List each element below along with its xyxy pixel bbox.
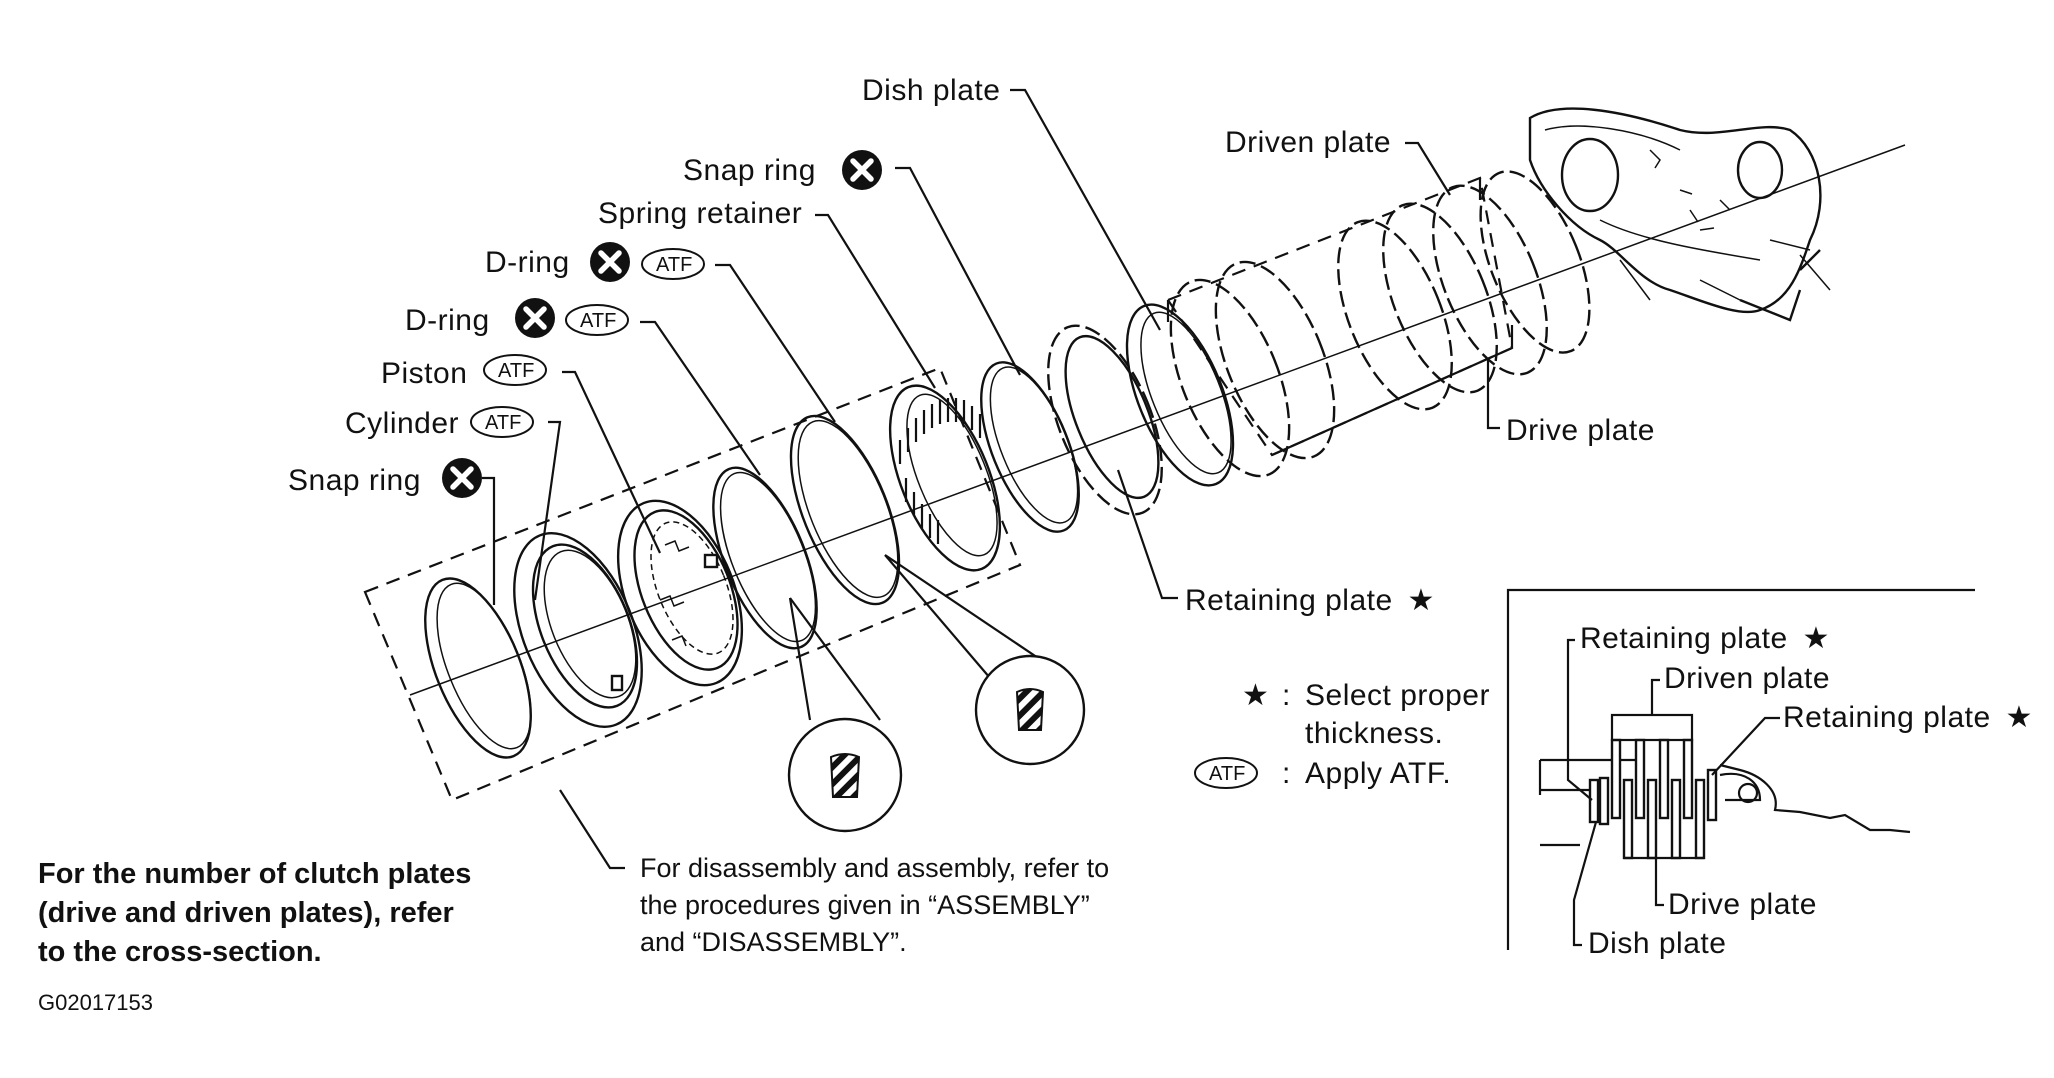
legend-colon: : <box>1282 757 1291 790</box>
label-snap-ring: Snap ring <box>683 154 816 187</box>
label-d-ring: D-ring <box>485 246 570 279</box>
label-spring-retainer: Spring retainer <box>598 197 802 230</box>
atf-badge-text: ATF <box>580 310 616 332</box>
do-not-reuse-icon <box>515 298 555 338</box>
legend-atf-text: Apply ATF. <box>1305 757 1451 790</box>
retaining-plate-part <box>1047 324 1163 516</box>
snap-ring-part <box>424 577 532 759</box>
atf-badge-text: ATF <box>1209 763 1245 785</box>
part-labels: Snap ring Cylinder ATF Piston ATF D-ring… <box>288 74 1655 617</box>
do-not-reuse-icon <box>590 242 630 282</box>
clutch-plate-note-line: to the cross-section. <box>38 936 322 968</box>
label-dish-plate: Dish plate <box>862 74 1000 107</box>
notes: For disassembly and assembly, refer to t… <box>38 853 1109 1015</box>
exploded-parts <box>363 107 1906 802</box>
label-drive-plate: Drive plate <box>1506 414 1655 447</box>
cross-section-inset: Retaining plate ★ Driven plate Retaining… <box>1506 588 2033 960</box>
do-not-reuse-icon <box>842 150 882 190</box>
legend-colon: : <box>1282 679 1291 712</box>
inset-label-dish-plate: Dish plate <box>1588 927 1726 960</box>
reference-note-line: the procedures given in “ASSEMBLY” <box>640 890 1090 920</box>
inset-label-drive-plate: Drive plate <box>1668 888 1817 921</box>
legend-star-text: Select proper <box>1305 679 1490 712</box>
leader-lines <box>482 88 1500 870</box>
do-not-reuse-icon <box>442 458 482 498</box>
inset-label-retaining-plate: Retaining plate ★ <box>1580 622 1830 655</box>
label-retaining-plate: Retaining plate ★ <box>1185 584 1435 617</box>
inset-label-retaining-plate-text: Retaining plate <box>1783 701 1991 734</box>
inset-label-retaining-plate-text: Retaining plate <box>1580 622 1788 655</box>
seal-section-callouts <box>787 554 1086 833</box>
atf-badge-text: ATF <box>485 412 521 434</box>
label-d-ring: D-ring <box>405 304 490 337</box>
inset-label-driven-plate: Driven plate <box>1664 662 1830 695</box>
inset-label-retaining-plate: Retaining plate ★ <box>1783 701 2033 734</box>
piston-part <box>616 499 744 687</box>
label-cylinder: Cylinder <box>345 407 459 440</box>
star-icon: ★ <box>1803 622 1830 655</box>
label-piston: Piston <box>381 357 467 390</box>
star-icon: ★ <box>1242 679 1269 712</box>
label-retaining-plate-text: Retaining plate <box>1185 584 1393 617</box>
reference-note-line: and “DISASSEMBLY”. <box>640 927 907 957</box>
clutch-plate-note-line: For the number of clutch plates <box>38 858 471 890</box>
d-ring-part <box>789 414 901 606</box>
figure-id: G02017153 <box>38 990 153 1015</box>
inset-plates <box>1588 713 1718 860</box>
cylinder-part <box>513 532 643 728</box>
clutch-plate-note-line: (drive and driven plates), refer <box>38 897 454 929</box>
d-ring-part <box>712 466 818 650</box>
legend: ★ : Select proper thickness. ATF : Apply… <box>1194 679 1490 790</box>
transmission-case <box>1528 107 1831 322</box>
atf-badge-text: ATF <box>498 360 534 382</box>
snap-ring-part <box>980 361 1080 533</box>
label-snap-ring: Snap ring <box>288 464 421 497</box>
star-icon: ★ <box>1408 584 1435 617</box>
label-driven-plate: Driven plate <box>1225 126 1391 159</box>
clutch-pack <box>1166 170 1591 478</box>
dish-plate-part <box>1125 303 1235 487</box>
atf-badge-text: ATF <box>656 254 692 276</box>
star-icon: ★ <box>2006 701 2033 734</box>
reference-note-line: For disassembly and assembly, refer to <box>640 853 1109 883</box>
spring-retainer-part <box>888 384 1002 572</box>
legend-star-text-2: thickness. <box>1305 717 1443 750</box>
